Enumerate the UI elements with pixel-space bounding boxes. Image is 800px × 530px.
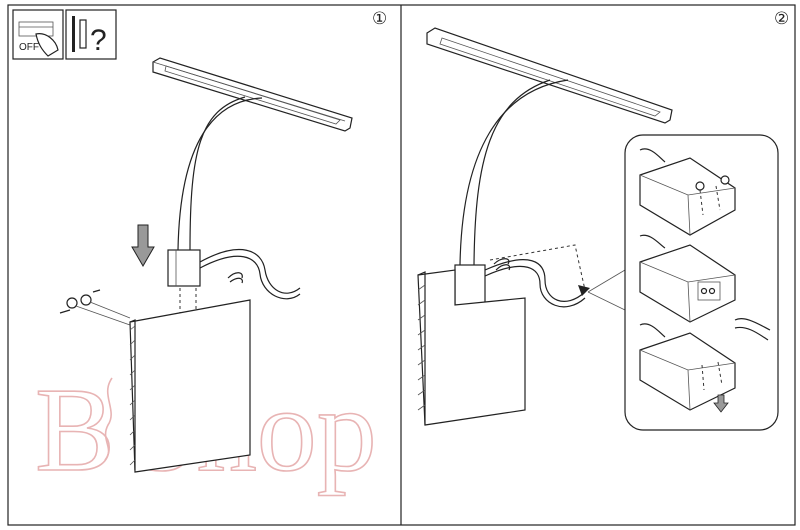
screw-icon <box>720 175 730 185</box>
lamp-arm <box>459 79 569 266</box>
mounting-block <box>454 264 486 306</box>
driver-box-step-b <box>639 234 771 341</box>
screw-icon <box>72 16 75 52</box>
mounting-block <box>167 249 201 287</box>
cable-clip-icon <box>493 258 511 271</box>
svg-text:?: ? <box>90 24 107 57</box>
arrow-down-icon <box>131 224 155 267</box>
wire-icon <box>734 318 771 341</box>
wall-panel <box>129 299 251 473</box>
svg-text:OFF: OFF <box>19 42 39 53</box>
pointer-arrow-icon <box>578 285 590 296</box>
wall-plug-icon <box>79 19 87 49</box>
power-cable <box>199 248 301 294</box>
wall-panel <box>417 269 526 426</box>
wall-type-check-icon <box>65 9 117 60</box>
panel-2: ② <box>417 9 789 431</box>
lamp-head <box>426 27 673 124</box>
panel-1: ① OFF ? <box>12 9 387 473</box>
terminal-block <box>697 281 721 301</box>
driver-box-step-c <box>639 323 736 413</box>
detail-inset <box>624 134 779 431</box>
step-number: ① <box>372 9 387 29</box>
screw-icon <box>695 181 705 191</box>
power-off-icon <box>12 9 64 60</box>
cable-clip-icon <box>227 272 243 284</box>
face-silhouette-icon <box>104 377 113 461</box>
driver-box-step-a <box>639 148 736 236</box>
warning-icons: OFF ? <box>12 9 117 60</box>
lamp-head <box>152 57 353 132</box>
arrow-down-icon <box>713 394 729 413</box>
power-cable <box>484 259 586 302</box>
svg-text:B: B <box>35 363 115 496</box>
step-number: ② <box>774 9 789 29</box>
screws-and-plugs-icon <box>59 289 131 326</box>
